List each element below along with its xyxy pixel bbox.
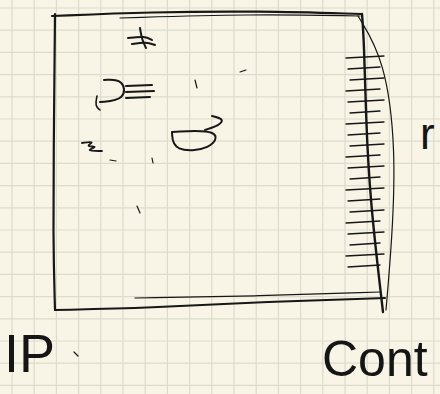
grid-line	[0, 163, 440, 164]
sketch-icon	[96, 96, 100, 110]
hatch-line	[346, 221, 380, 223]
sketch-icon	[140, 28, 146, 48]
grid-line	[0, 185, 440, 186]
hatch-line	[350, 78, 384, 80]
hatch-line	[346, 56, 384, 58]
grid-line	[0, 318, 440, 319]
sketch-icon	[126, 85, 152, 86]
box-bottom-edge	[135, 292, 380, 298]
grid-line	[256, 0, 257, 394]
hatch-line	[346, 89, 380, 91]
cup-icon	[205, 116, 222, 130]
grid-line	[0, 252, 440, 253]
box-bottom-edge	[55, 298, 385, 310]
grid-line	[78, 0, 79, 394]
sketch-icon	[132, 43, 155, 45]
sketch-strokes	[52, 12, 394, 356]
hatch-line	[350, 144, 384, 146]
hatch-line	[348, 100, 384, 102]
grid-line	[0, 274, 440, 275]
hatch-line	[350, 177, 380, 179]
cut-off-label: r	[420, 112, 435, 156]
grid-line	[433, 0, 434, 394]
grid-line	[0, 74, 440, 75]
grid-line	[145, 0, 146, 394]
grid-line	[56, 0, 57, 394]
hatch-line	[348, 133, 380, 135]
cup-icon	[172, 131, 216, 150]
grid-line	[0, 96, 440, 97]
grid-line	[0, 52, 440, 53]
handwritten-label: Cont	[322, 334, 428, 384]
hatch-line	[348, 232, 384, 234]
grid-line	[189, 0, 190, 394]
stray-mark	[195, 80, 197, 88]
grid-line	[0, 141, 440, 142]
grid-line	[0, 385, 440, 386]
grid-line	[278, 0, 279, 394]
hatch-line	[350, 243, 380, 245]
grid-line	[0, 207, 440, 208]
grid-line	[0, 30, 440, 31]
stray-mark	[137, 206, 140, 213]
box-top-edge	[120, 15, 360, 18]
sketch-icon	[100, 80, 124, 102]
hatch-line	[348, 265, 380, 267]
hatch-line	[346, 122, 384, 124]
grid-line	[233, 0, 234, 394]
sketch-icon	[82, 142, 102, 151]
hatch-line	[350, 111, 380, 113]
hatch-line	[348, 67, 380, 69]
grid-line	[100, 0, 101, 394]
hatch-line	[348, 166, 384, 168]
grid-line	[122, 0, 123, 394]
box-left-edge	[53, 14, 55, 310]
handwritten-label: IP	[4, 326, 55, 380]
hatch-line	[346, 254, 384, 256]
grid-line	[167, 0, 168, 394]
grid-line	[0, 7, 440, 8]
stray-mark	[152, 158, 153, 163]
grid-line	[211, 0, 212, 394]
stray-mark	[240, 70, 246, 72]
sketch-icon	[126, 91, 154, 92]
hatch-line	[346, 155, 380, 157]
stray-mark	[110, 160, 116, 161]
grid-line	[300, 0, 301, 394]
sketch-icon	[126, 97, 150, 98]
stray-mark	[74, 352, 78, 356]
hatch-line	[350, 210, 384, 212]
hatch-line	[346, 188, 384, 190]
hatch-line	[348, 199, 380, 201]
sketch-icon	[128, 37, 152, 40]
